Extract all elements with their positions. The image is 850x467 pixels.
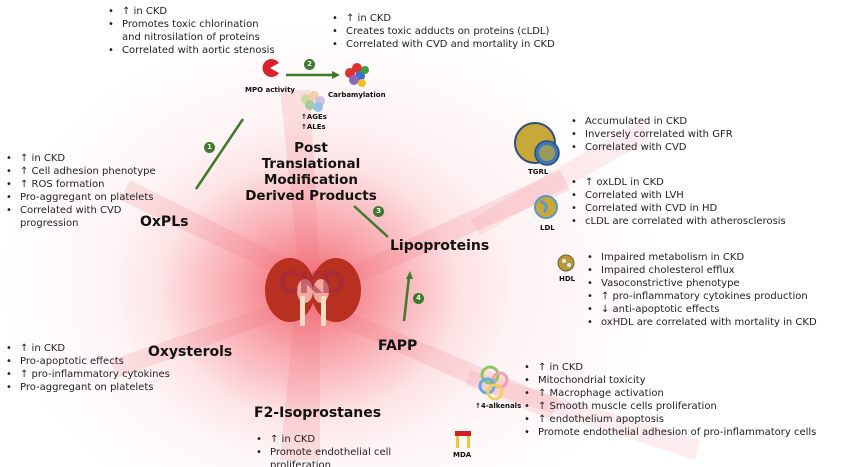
mda-icon [455,431,471,448]
ckd-label: CKD [277,266,345,301]
arrow-2-head [332,71,340,79]
arrow-3 [353,205,389,238]
ray-lipoproteins [320,170,570,295]
note-text: Correlated with CVD [20,205,122,216]
note-item: Accumulated in CKD [571,115,733,128]
hdl-icon [557,254,575,272]
alkenals-icon [478,365,509,401]
mda-label: MDA [453,451,472,459]
note-item: ↑ in CKD [256,433,391,446]
note-item: ↓ anti-apoptotic effects [587,303,817,316]
mpo-notes: ↑ in CKD Promotes toxic chlorination and … [104,5,275,57]
note-item: ↑ ROS formation [6,178,156,191]
note-item: ↑ pro-inflammatory cytokines production [587,290,817,303]
center-title-line: Translational [261,156,361,172]
oxysterols-notes: ↑ in CKD Pro-apoptotic effects ↑ pro-inf… [2,342,170,394]
ray-top [280,90,320,280]
oxpls-notes: ↑ in CKD ↑ Cell adhesion phenotype ↑ ROS… [2,152,156,230]
alkenals-label: ↑4-alkenals [475,402,522,410]
note-item: ↑ pro-inflammatory cytokines [6,368,170,381]
note-item: Correlated with aortic stenosis [108,44,275,57]
note-item: ↑ endothelium apoptosis [524,413,816,426]
note-item: ↑ in CKD [108,5,275,18]
f2-isoprostanes-label: F2-Isoprostanes [254,405,382,421]
note-item: ↑ in CKD [6,152,156,165]
carbamylation-label: Carbamylation [328,91,386,99]
note-item: ↑ Smooth muscle cells proliferation [524,400,816,413]
fapp-notes: ↑ in CKD Mitochondrial toxicity ↑ Macrop… [520,361,816,439]
lipoproteins-label: Lipoproteins [390,238,490,254]
arrow-1 [194,118,245,190]
note-item: Promote endothelial cell proliferation [256,446,392,467]
note-item: Correlated with CVD in HD [571,202,786,215]
ldl-label: LDL [540,224,555,232]
note-item: ↑ in CKD [524,361,816,374]
note-item: Promotes toxic chlorination and nitrosila… [108,18,275,44]
kidney-icon [265,258,361,326]
carbamylation-icon [345,63,369,87]
ages-label: ↑AGEs [301,113,327,121]
hdl-label: HDL [559,275,576,283]
note-item: Creates toxic adducts on proteins (cLDL) [332,25,555,38]
note-item: Vasoconstrictive phenotype [587,277,817,290]
mpo-label: MPO activity [245,86,295,94]
note-text: Promotes toxic chlorination [122,19,259,30]
mpo-icon [262,59,279,77]
ray-fapp [315,300,560,420]
ray-bottom [280,305,320,460]
center-title-line: Modification [263,172,359,188]
tgrl-notes: Accumulated in CKD Inversely correlated … [567,115,733,154]
carbamylation-notes: ↑ in CKD Creates toxic adducts on protei… [328,12,555,51]
note-text: and nitrosilation of proteins [122,32,260,43]
note-item: ↑ Macrophage activation [524,387,816,400]
note-item: Correlated with LVH [571,189,786,202]
ldl-icon [534,195,558,219]
note-item: Pro-aggregant on platelets [6,191,156,204]
note-item: Pro-apoptotic effects [6,355,170,368]
center-title: Post Translational Modification Derived … [236,140,386,204]
step-badge-1: 1 [204,142,215,153]
ages-icon [301,91,325,112]
note-text: proliferation [270,460,331,467]
note-item: ↑ in CKD [332,12,555,25]
tgrl-label: TGRL [528,168,549,176]
note-item: Impaired metabolism in CKD [587,251,817,264]
f2-isoprostanes-notes: ↑ in CKD Promote endothelial cell prolife… [252,433,391,467]
note-item: ↑ in CKD [6,342,170,355]
note-item: Impaired cholesterol efflux [587,264,817,277]
step-badge-3: 3 [373,206,384,217]
note-item: ↑ oxLDL in CKD [571,176,786,189]
arrow-4 [402,276,411,322]
ales-label: ↑ALEs [301,123,326,131]
note-item: oxHDL are correlated with mortality in C… [587,316,817,329]
note-item: Mitochondrial toxicity [524,374,816,387]
tgrl-icon [514,122,560,166]
note-item: Correlated with CVD [571,141,733,154]
note-text: Promote endothelial cell [270,447,392,458]
note-item: cLDL are correlated with atherosclerosis [571,215,786,228]
hdl-notes: Impaired metabolism in CKD Impaired chol… [583,251,817,329]
note-item: Correlated with CVD and mortality in CKD [332,38,555,51]
note-item: Pro-aggregant on platelets [6,381,170,394]
note-item: Inversely correlated with GFR [571,128,733,141]
note-item: Correlated with CVD progression [6,204,156,230]
fapp-label: FAPP [378,338,418,354]
arrow-4-head [406,271,413,279]
center-title-line: Derived Products [245,188,377,204]
ray-oxpls [120,180,310,285]
center-title-line: Post [294,140,328,156]
step-badge-2: 2 [304,59,315,70]
note-text: progression [20,218,79,229]
ldl-notes: ↑ oxLDL in CKD Correlated with LVH Corre… [567,176,786,228]
note-item: Promote endothelial adhesion of pro-infl… [524,426,816,439]
note-item: ↑ Cell adhesion phenotype [6,165,156,178]
step-badge-4: 4 [413,293,424,304]
